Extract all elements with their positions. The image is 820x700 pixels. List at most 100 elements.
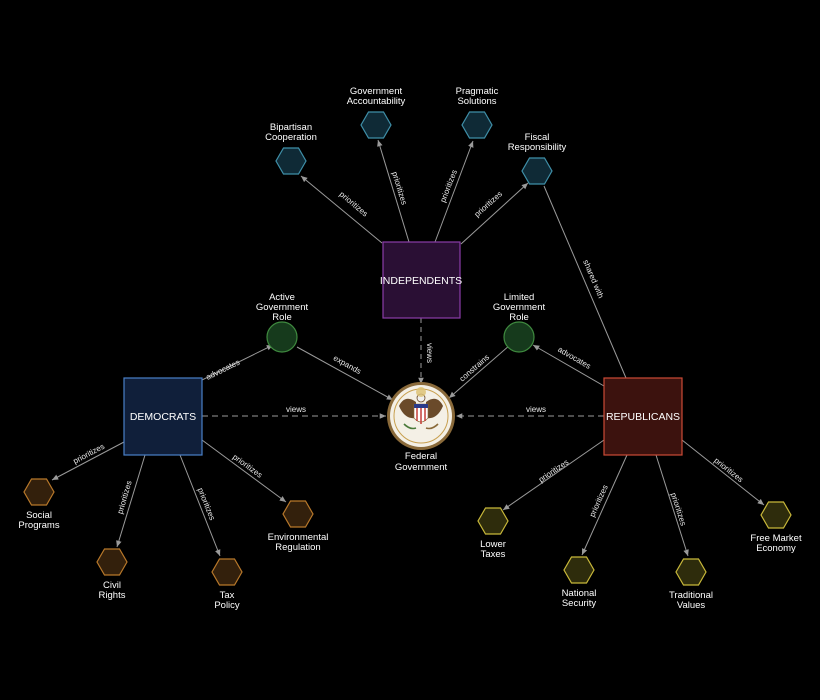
- hexagon-label-social: Programs: [18, 520, 59, 531]
- limited-government-role-node[interactable]: Limited Government Role: [493, 292, 546, 353]
- hexagon-label-bipartisan: Cooperation: [265, 132, 317, 143]
- hexagon-label-lower-taxes: Taxes: [481, 549, 506, 560]
- federal-government-node[interactable]: Federal Government: [387, 382, 455, 473]
- hexagon-social: [23, 478, 55, 506]
- edge-independents-fiscal: [460, 182, 529, 245]
- hexagon-tax: [211, 558, 243, 586]
- hexagon-label-environmental: Regulation: [275, 542, 320, 553]
- hexagon-label-accountability: Accountability: [347, 96, 406, 107]
- hexagon-label-civil: Civil: [103, 580, 121, 591]
- active-government-role-label: Government: [256, 302, 309, 313]
- edge-label-prioritizes: prioritizes: [537, 458, 570, 485]
- edge-democrats-tax: [179, 454, 221, 557]
- edge-label-prioritizes: prioritizes: [669, 492, 688, 527]
- edge-republicans-fiscal: [543, 185, 627, 379]
- active-government-role-label: Role: [272, 312, 292, 323]
- edge-independents-pragmatic: [434, 140, 474, 243]
- limited-government-role-label: Limited: [504, 292, 535, 303]
- edge-independents-accountability: [377, 139, 410, 243]
- democrats-box: [123, 377, 203, 456]
- hexagon-label-fiscal: Fiscal: [525, 132, 550, 143]
- hexagon-label-fiscal: Responsibility: [508, 142, 567, 153]
- edge-label-views: views: [286, 405, 306, 414]
- hexagon-label-tax: Policy: [214, 600, 240, 611]
- hexagon-pragmatic: [461, 111, 493, 139]
- edge-label-shared-with: shared with: [581, 258, 605, 299]
- hexagon-free-market: [760, 501, 792, 529]
- hexagon-fiscal: [521, 157, 553, 185]
- edges: [51, 139, 765, 557]
- hexagon-label-environmental: Environmental: [268, 532, 329, 543]
- party-independents[interactable]: INDEPENDENTS: [380, 241, 462, 319]
- hexagon-label-pragmatic: Pragmatic: [456, 86, 499, 97]
- hexagon-label-social: Social: [26, 510, 52, 521]
- hexagon-label-accountability: Government: [350, 86, 403, 97]
- edge-republicans-national-security: [581, 454, 628, 556]
- party-democrats[interactable]: DEMOCRATS: [123, 377, 203, 456]
- edge-label-views: views: [526, 405, 546, 414]
- edge-label-prioritizes: prioritizes: [338, 190, 370, 219]
- hexagon-lower-taxes: [477, 507, 509, 535]
- edge-labels: prioritizes prioritizes prioritizes prio…: [72, 169, 745, 527]
- hexagon-nodes: BipartisanCooperationGovernmentAccountab…: [18, 86, 802, 611]
- edge-label-advocates: advocates: [205, 358, 242, 382]
- hexagon-label-free-market: Economy: [756, 543, 796, 554]
- hexagon-national-security: [563, 556, 595, 584]
- limited-government-role-label: Government: [493, 302, 546, 313]
- active-government-role-label: Active: [269, 292, 295, 303]
- edge-republicans-free-market: [681, 439, 765, 506]
- party-republicans[interactable]: REPUBLICANS: [603, 377, 683, 456]
- edge-republicans-traditional-values: [655, 454, 689, 557]
- hexagon-label-traditional-values: Values: [677, 600, 706, 611]
- limited-government-role-circle: [503, 321, 535, 353]
- hexagon-label-civil: Rights: [99, 590, 126, 601]
- democrats-label: DEMOCRATS: [130, 411, 196, 423]
- edge-democrats-active: [197, 344, 274, 383]
- edge-limited-government: [448, 344, 511, 399]
- edge-independents-bipartisan: [300, 175, 383, 244]
- edge-label-prioritizes: prioritizes: [712, 456, 745, 484]
- hexagon-label-traditional-values: Traditional: [669, 590, 713, 601]
- edge-label-advocates: advocates: [556, 345, 592, 371]
- limited-government-role-label: Role: [509, 312, 529, 323]
- republicans-label: REPUBLICANS: [606, 411, 680, 423]
- active-government-role-node[interactable]: Active Government Role: [256, 292, 309, 353]
- active-government-role-circle: [266, 321, 298, 353]
- edge-democrats-social: [51, 441, 125, 481]
- edge-republicans-limited: [532, 344, 605, 387]
- edge-label-views: views: [425, 343, 434, 363]
- independents-box: [382, 241, 461, 319]
- federal-government-label-line1: Federal: [405, 451, 437, 462]
- hexagon-traditional-values: [675, 558, 707, 586]
- hexagon-environmental: [282, 500, 314, 528]
- edge-label-prioritizes: prioritizes: [473, 189, 504, 219]
- hexagon-label-national-security: Security: [562, 598, 597, 609]
- edge-republicans-lower-taxes: [502, 439, 605, 511]
- edge-active-government: [296, 346, 394, 401]
- hexagon-label-lower-taxes: Lower: [480, 539, 506, 550]
- edge-democrats-civil: [116, 454, 146, 548]
- hexagon-bipartisan: [275, 147, 307, 175]
- great-seal-icon: [387, 382, 455, 450]
- edge-democrats-environmental: [201, 439, 287, 503]
- edge-label-prioritizes: prioritizes: [231, 452, 264, 479]
- hexagon-civil: [96, 548, 128, 576]
- independents-label: INDEPENDENTS: [380, 275, 462, 287]
- hexagon-label-bipartisan: Bipartisan: [270, 122, 312, 133]
- hexagon-label-national-security: National: [562, 588, 597, 599]
- edge-label-constrains: constrains: [458, 353, 491, 384]
- hexagon-label-pragmatic: Solutions: [457, 96, 496, 107]
